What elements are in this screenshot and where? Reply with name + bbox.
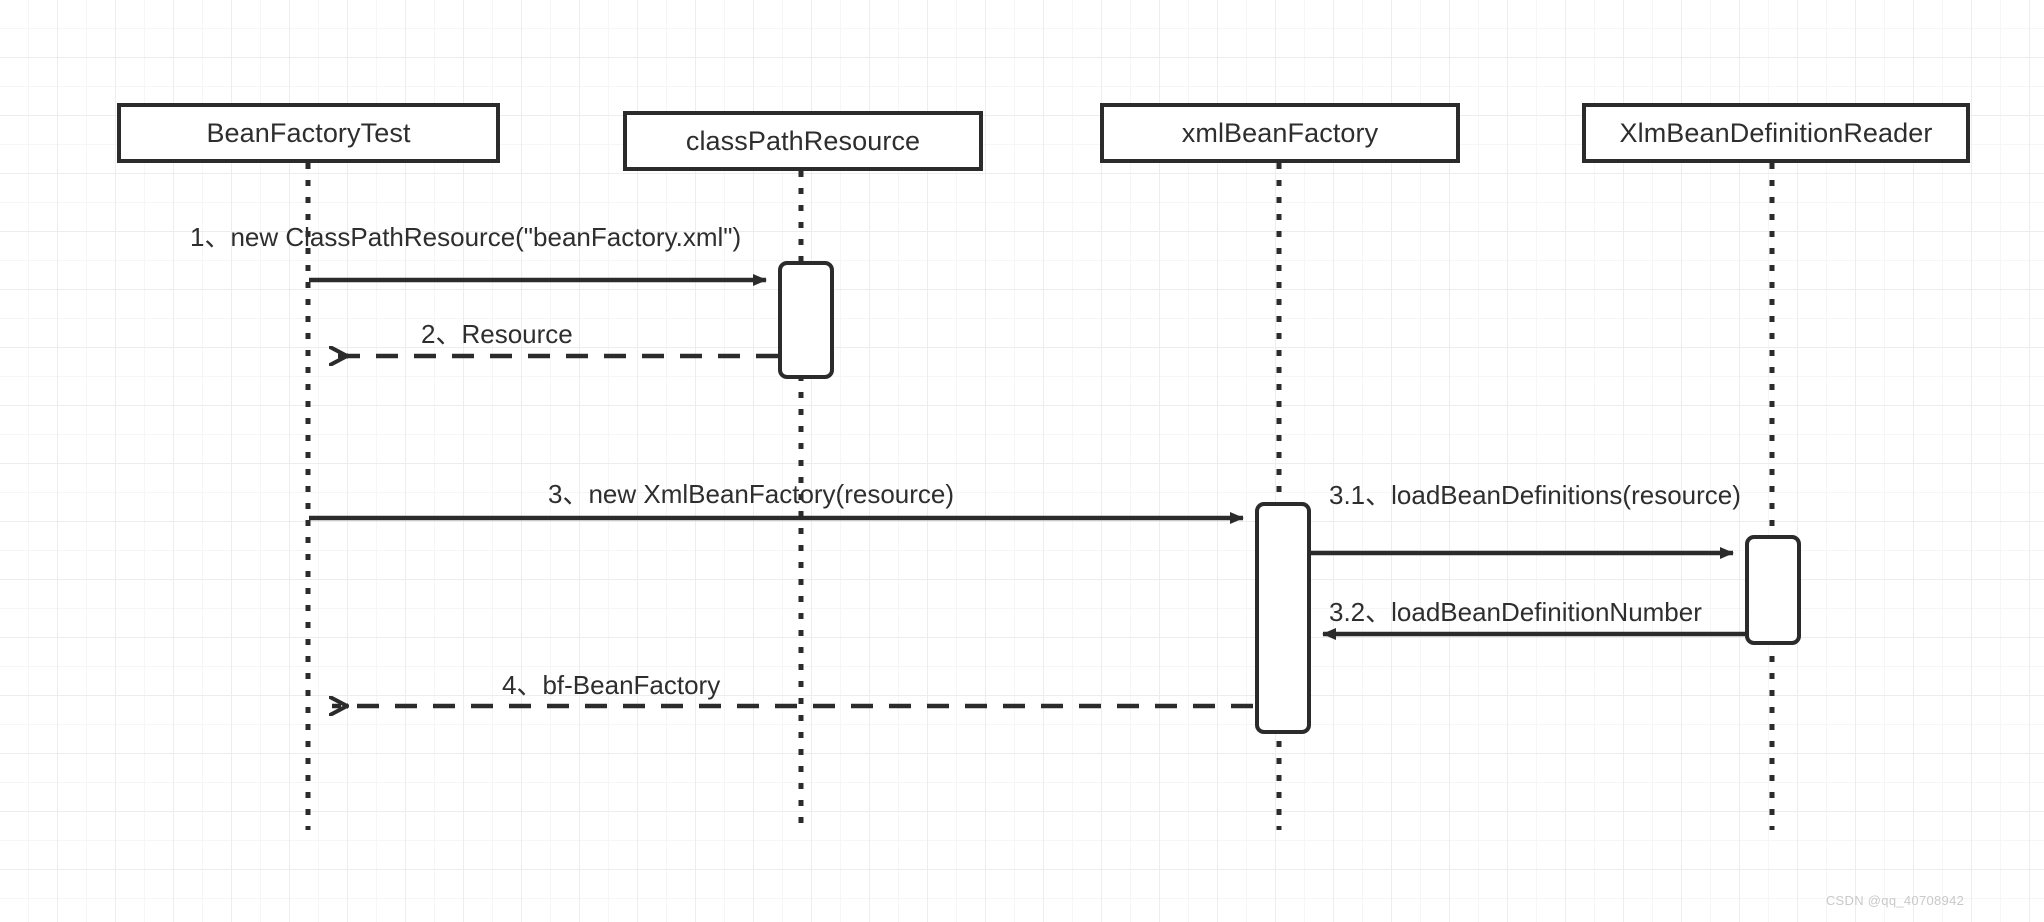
message-label-3-2: 3.2、loadBeanDefinitionNumber (1329, 597, 1702, 627)
message-label-3: 3、new XmlBeanFactory(resource) (548, 479, 955, 509)
participant-label-xlmbeandefinitionreader: XlmBeanDefinitionReader (1619, 117, 1933, 148)
participant-classpathresource[interactable]: classPathResource (623, 111, 983, 171)
participant-xlmbeandefinitionreader[interactable]: XlmBeanDefinitionReader (1582, 103, 1970, 163)
participant-label-xmlbeanfactory: xmlBeanFactory (1181, 117, 1379, 148)
participant-label-classpathresource: classPathResource (685, 125, 921, 156)
csdn-watermark: CSDN @qq_40708942 (1825, 893, 1965, 908)
participant-xmlbeanfactory[interactable]: xmlBeanFactory (1100, 103, 1460, 163)
message-label-3-1: 3.1、loadBeanDefinitions(resource) (1329, 480, 1741, 510)
activation-bar-xmlbeanfactory[interactable] (1255, 502, 1311, 734)
participant-label-beanfactorytest: BeanFactoryTest (206, 117, 411, 148)
message-label-1: 1、new ClassPathResource("beanFactory.xml… (190, 222, 742, 252)
activation-bar-classpathresource[interactable] (778, 261, 834, 379)
message-label-4: 4、bf-BeanFactory (502, 670, 721, 700)
participant-beanfactorytest[interactable]: BeanFactoryTest (117, 103, 500, 163)
message-label-2: 2、Resource (421, 319, 573, 349)
activation-bar-xlmbeandefinitionreader[interactable] (1745, 535, 1801, 645)
